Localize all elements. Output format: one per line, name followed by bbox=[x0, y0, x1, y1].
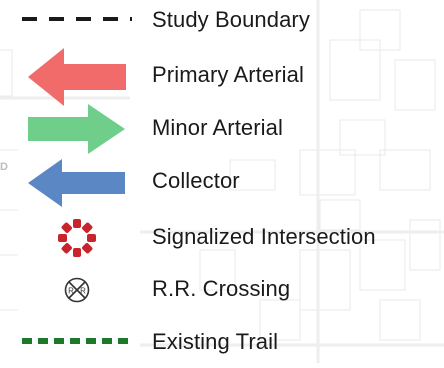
legend-item-primary-arterial: Primary Arterial bbox=[0, 48, 444, 106]
basemap-label: D bbox=[0, 161, 8, 173]
legend-item-existing-trail: Existing Trail bbox=[0, 318, 444, 368]
legend-item-collector: Collector bbox=[0, 159, 444, 209]
right-arrow-icon bbox=[28, 104, 125, 154]
dashed-line-icon bbox=[22, 17, 132, 21]
legend-label: R.R. Crossing bbox=[152, 276, 291, 301]
legend-item-study-boundary: Study Boundary bbox=[0, 0, 444, 50]
svg-text:R: R bbox=[68, 287, 74, 296]
legend-label: Primary Arterial bbox=[152, 62, 304, 87]
left-arrow-icon bbox=[28, 159, 125, 207]
signal-dots-icon bbox=[58, 219, 96, 257]
legend-label: Existing Trail bbox=[152, 329, 279, 354]
legend-item-rr-crossing: R R R.R. Crossing bbox=[0, 265, 444, 315]
legend-label: Signalized Intersection bbox=[152, 224, 376, 249]
legend-label: Collector bbox=[152, 168, 240, 193]
svg-text:R: R bbox=[80, 287, 86, 296]
dotted-line-icon bbox=[22, 338, 128, 344]
railroad-crossing-icon: R R bbox=[64, 277, 90, 303]
legend-item-signalized-intersection: Signalized Intersection bbox=[0, 212, 444, 262]
legend-label: Study Boundary bbox=[152, 7, 310, 32]
left-arrow-icon bbox=[28, 48, 126, 106]
legend-item-minor-arterial: Minor Arterial bbox=[0, 104, 444, 154]
legend-label: Minor Arterial bbox=[152, 115, 283, 140]
